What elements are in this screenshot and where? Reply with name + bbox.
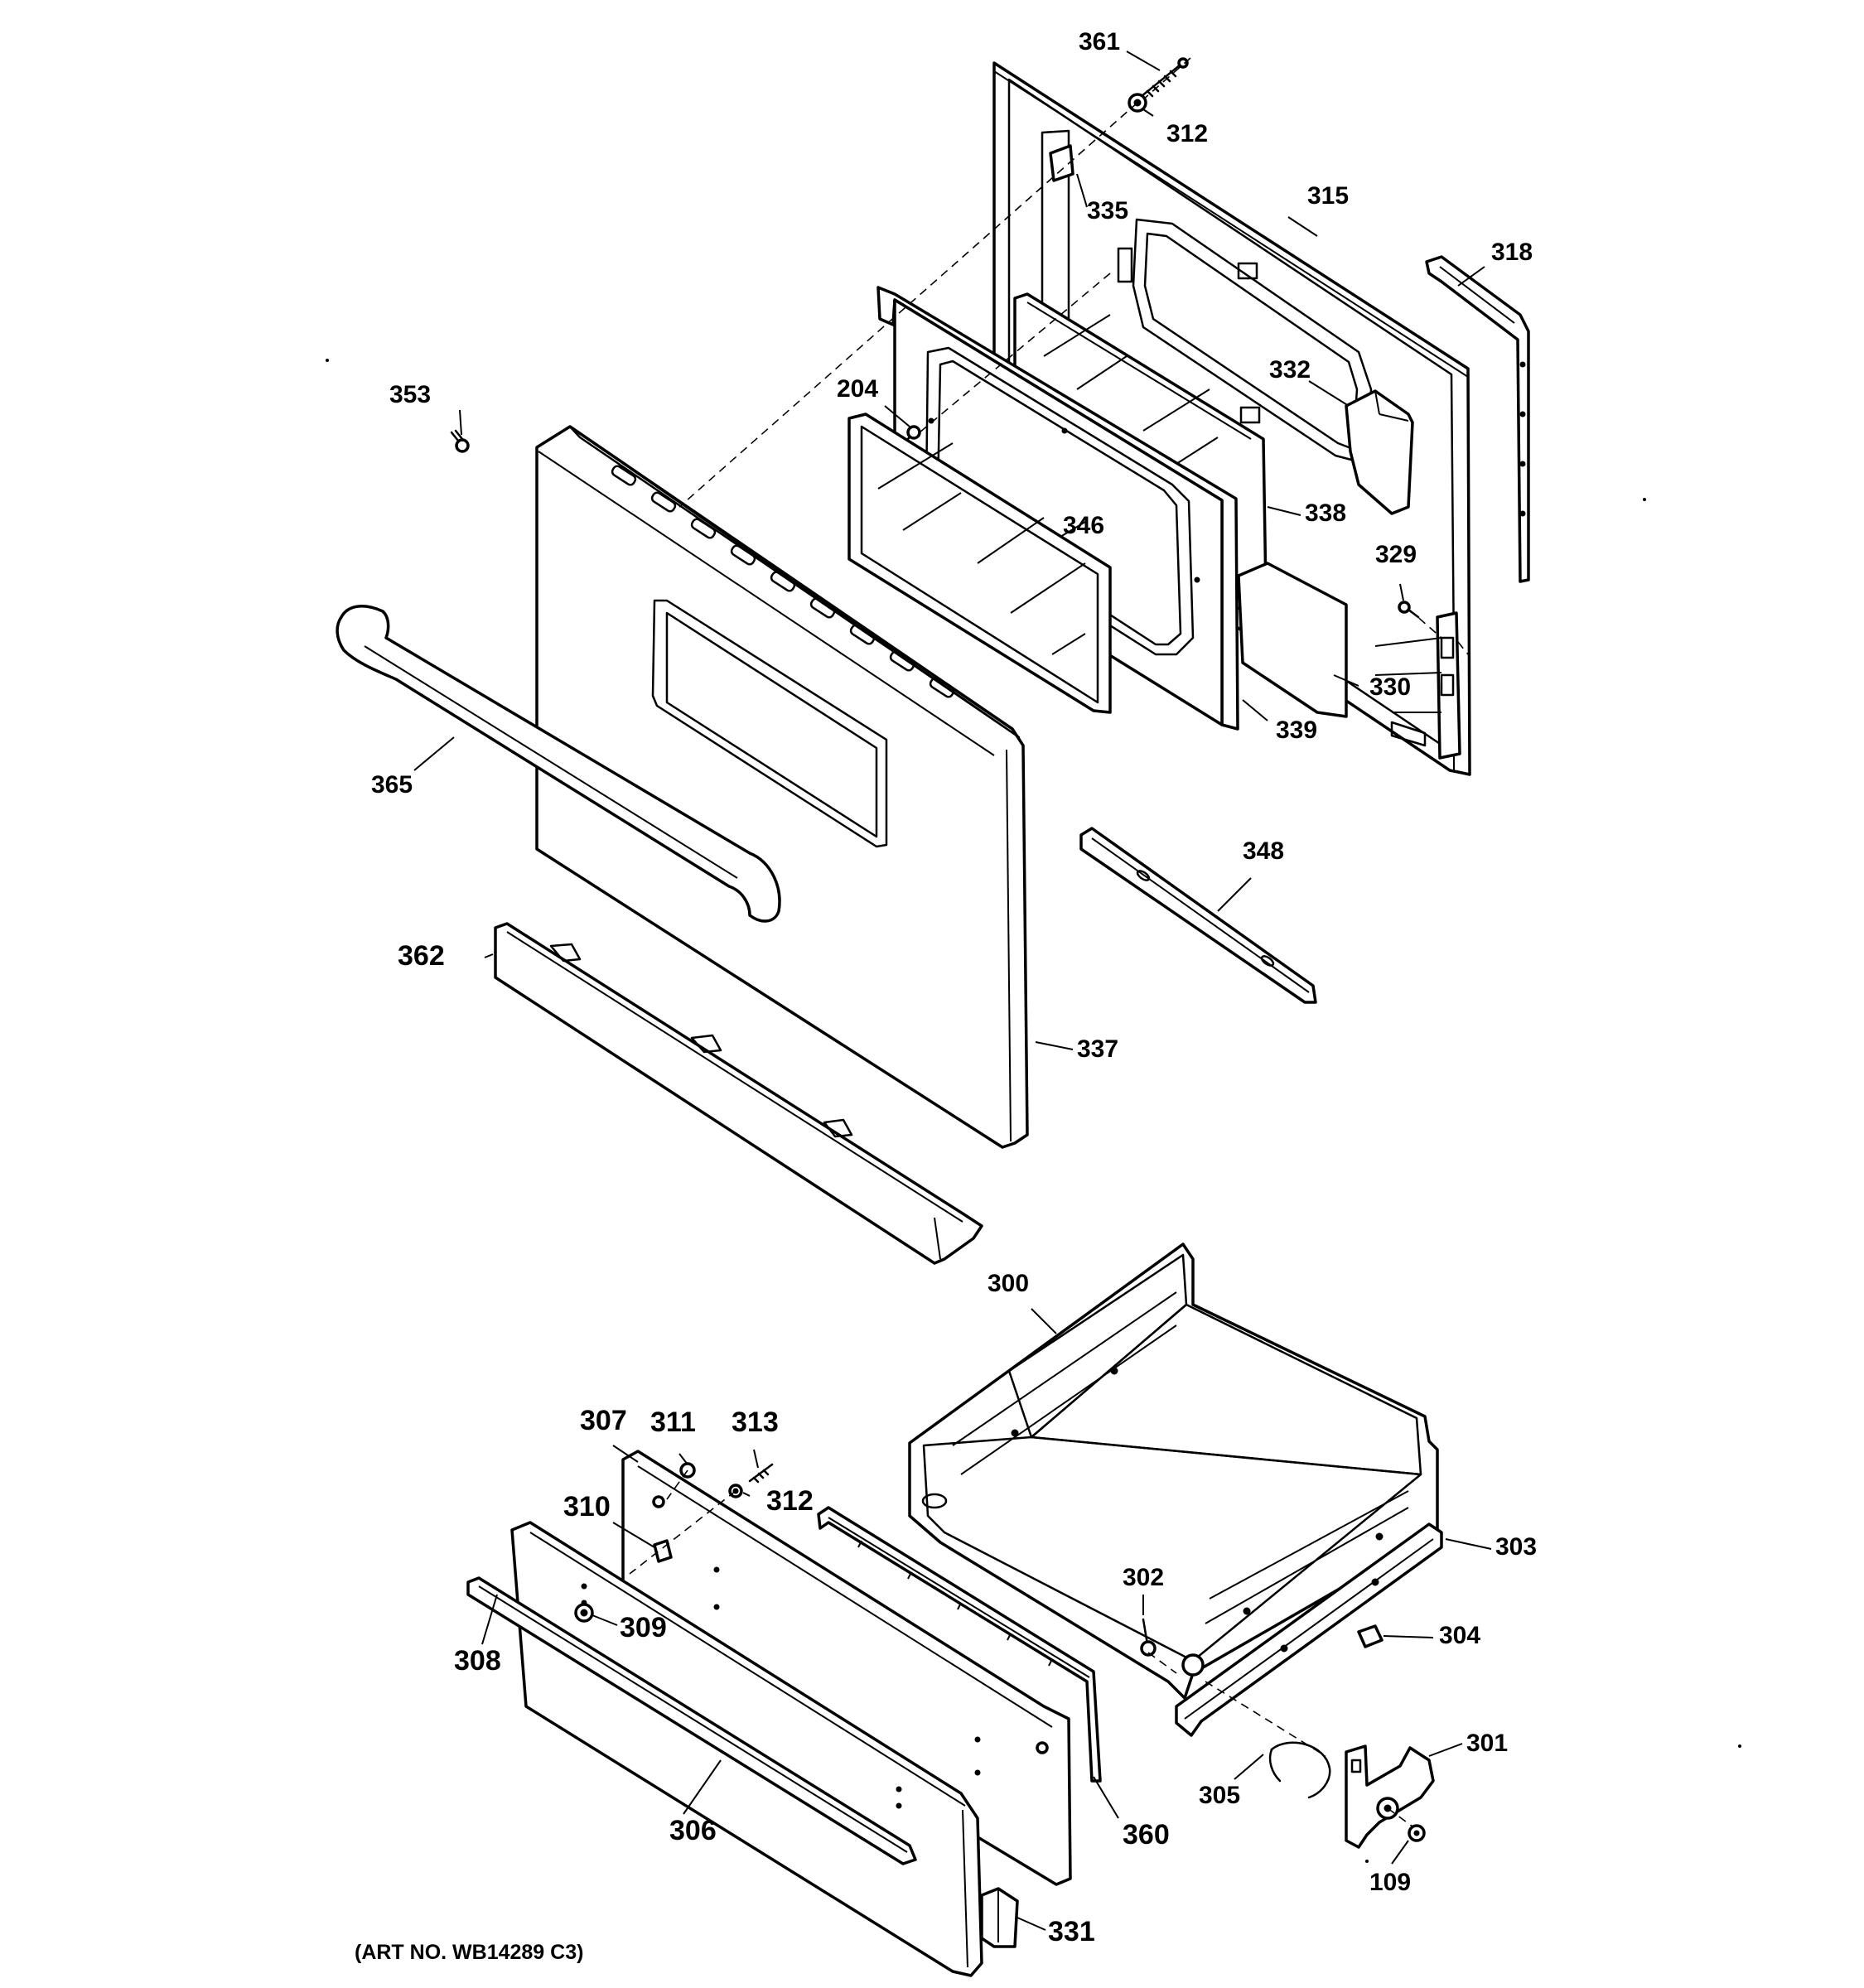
panel-339 [1237, 562, 1348, 718]
outer-glass-346 [847, 413, 1112, 714]
drawer-body-300 [908, 1242, 1439, 1700]
callout-304: 304 [1439, 1622, 1481, 1649]
callout-308: 308 [454, 1645, 501, 1677]
callout-338: 338 [1305, 499, 1347, 527]
callout-109: 109 [1369, 1869, 1412, 1896]
hinge-bracket-330 [1374, 611, 1461, 760]
callout-307: 307 [580, 1405, 627, 1436]
callout-301: 301 [1466, 1730, 1509, 1757]
bracket-331 [980, 1887, 1019, 1948]
drawer-bracket-301 [1345, 1744, 1435, 1849]
callout-360: 360 [1123, 1819, 1170, 1850]
callout-313: 313 [732, 1407, 779, 1438]
art-number: (ART NO. WB14289 C3) [355, 1941, 584, 1964]
callout-362: 362 [398, 940, 445, 972]
callout-302: 302 [1123, 1564, 1165, 1591]
callout-315: 315 [1307, 182, 1350, 210]
callout-204: 204 [837, 375, 879, 403]
callout-312-bottom: 312 [766, 1485, 814, 1517]
callout-337: 337 [1077, 1035, 1119, 1063]
screw-313 [748, 1463, 774, 1484]
screw-353 [450, 429, 470, 453]
callout-300: 300 [988, 1270, 1030, 1297]
slide-rail-303 [1175, 1522, 1443, 1737]
support-strip-348 [1079, 827, 1317, 1004]
callout-305: 305 [1199, 1782, 1241, 1809]
callout-339: 339 [1276, 717, 1318, 744]
callout-365: 365 [371, 771, 413, 799]
callout-332: 332 [1269, 356, 1311, 384]
callout-311: 311 [650, 1407, 696, 1438]
door-handle-365 [336, 605, 781, 923]
leader-lines [413, 51, 1492, 1931]
callout-353: 353 [389, 381, 432, 408]
clip-310 [653, 1539, 673, 1563]
scan-specks [326, 359, 1741, 1863]
nut-109 [1408, 1824, 1426, 1842]
alignment-lines [629, 57, 1469, 1827]
callout-309: 309 [620, 1612, 667, 1643]
callout-335: 335 [1087, 197, 1129, 224]
callout-346: 346 [1063, 512, 1105, 539]
grommet-309 [574, 1603, 594, 1623]
callout-303: 303 [1495, 1533, 1538, 1561]
bottom-trim-362 [494, 922, 983, 1265]
hinge-pin-335 [1049, 144, 1133, 283]
door-vent-slots [611, 465, 955, 698]
callout-348: 348 [1243, 837, 1285, 865]
callout-318: 318 [1491, 239, 1533, 266]
clip-304 [1357, 1624, 1384, 1648]
callout-310: 310 [563, 1491, 611, 1522]
callout-331: 331 [1048, 1916, 1095, 1947]
callout-361: 361 [1079, 28, 1121, 55]
rail-308 [466, 1576, 917, 1865]
callout-306: 306 [669, 1815, 717, 1846]
outer-door-337 [535, 425, 1029, 1149]
callout-312-top: 312 [1166, 120, 1209, 147]
side-trim-318 [1425, 255, 1530, 583]
callout-330: 330 [1369, 673, 1412, 701]
insulation-332 [1345, 389, 1414, 515]
retainer-ring-305 [1268, 1741, 1331, 1799]
callout-329: 329 [1375, 541, 1417, 568]
gasket-360 [817, 1506, 1102, 1783]
screw-302 [1140, 1618, 1157, 1657]
